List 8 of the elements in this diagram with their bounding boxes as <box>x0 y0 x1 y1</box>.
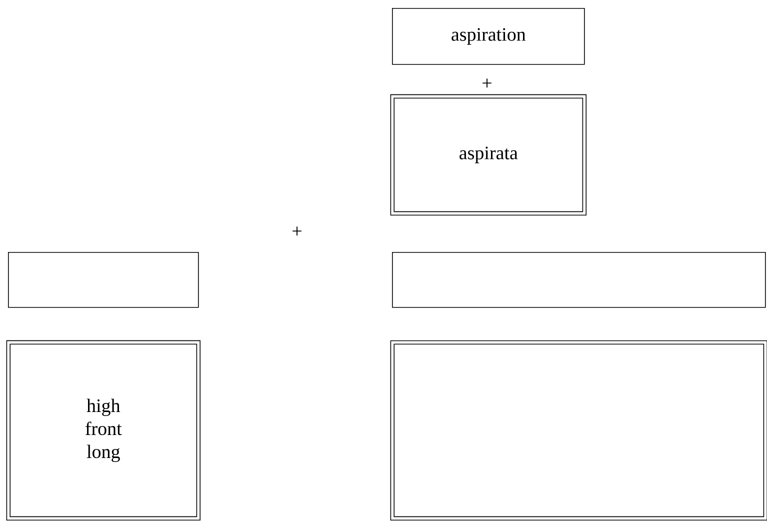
plus-sign: + <box>292 226 302 236</box>
double-bordered-box: high front long <box>6 340 200 520</box>
empty-double-bordered-box <box>390 340 767 520</box>
empty-box <box>8 252 199 308</box>
box: aspiration <box>392 8 585 65</box>
plus-sign: + <box>482 78 492 88</box>
empty-box <box>392 252 766 308</box>
double-bordered-box: aspirata <box>390 94 586 216</box>
